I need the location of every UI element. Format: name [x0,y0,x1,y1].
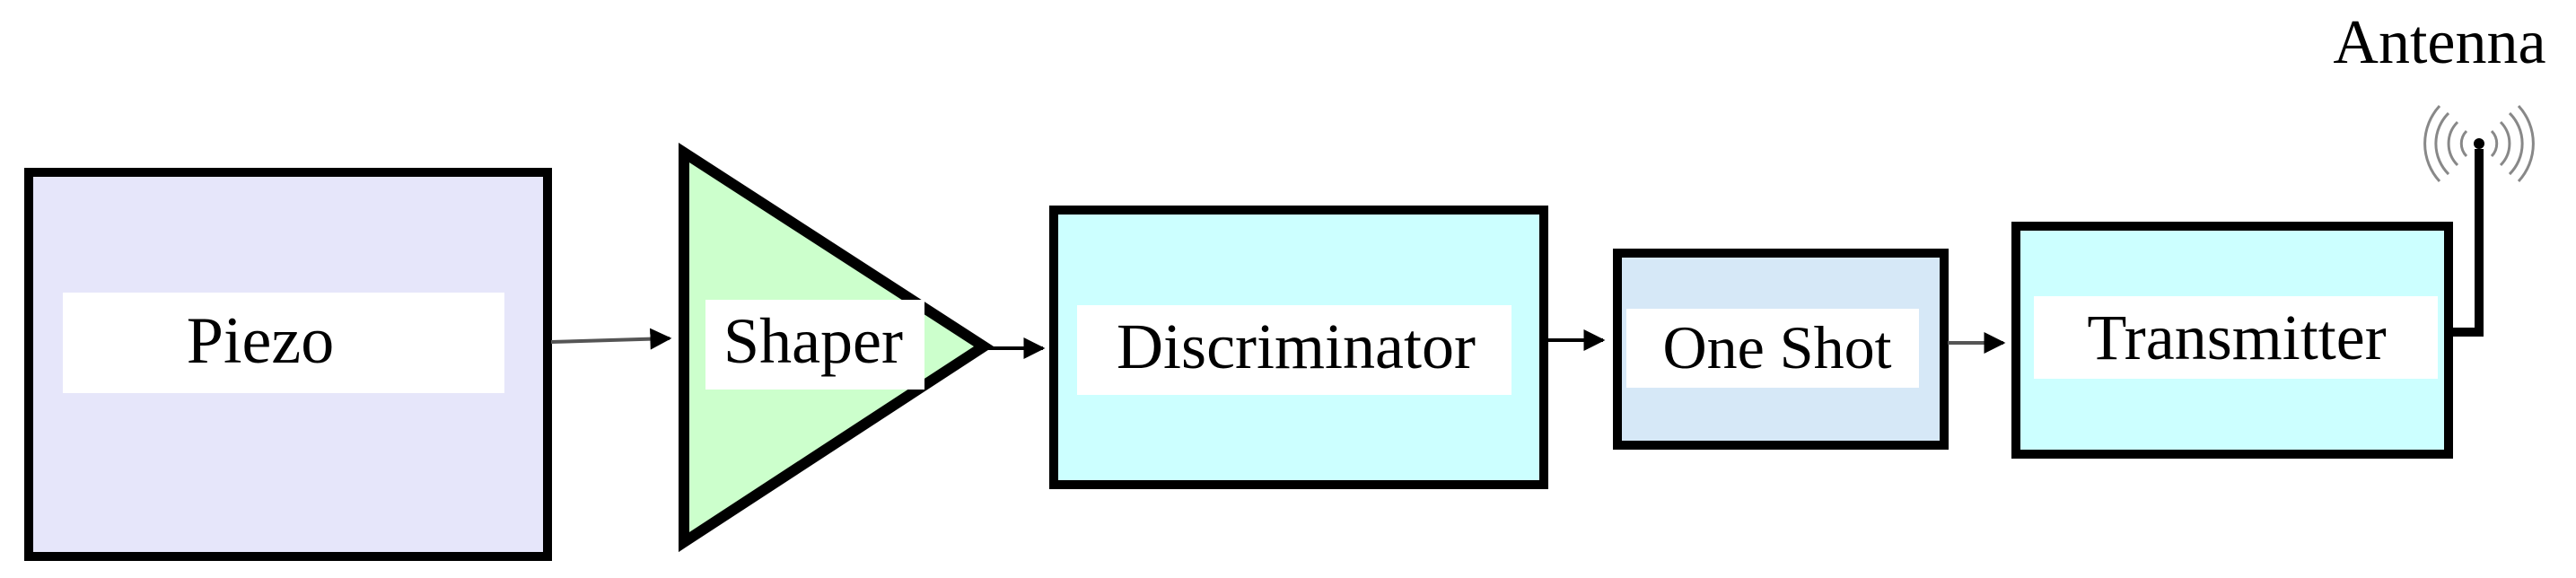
piezo-block: Piezo [24,168,552,561]
transmitter-label-background [2034,296,2438,379]
shaper-block: Shaper [679,142,994,553]
one-shot-label: One Shot [1663,313,1892,381]
antenna-feed-line [2450,149,2484,337]
transmitter-label: Transmitter [2087,302,2386,373]
piezo-label: Piezo [187,304,334,378]
radio-waves-icon [2423,104,2535,183]
shaper-label: Shaper [723,305,903,377]
one-shot-block: One Shot [1613,249,1949,450]
transmitter-block: Transmitter [2011,222,2453,459]
antenna: Antenna [2333,8,2546,337]
connector-piezo-to-shaper [550,328,672,350]
discriminator-block: Discriminator [1049,206,1548,489]
discriminator-label: Discriminator [1117,311,1476,382]
shaper-label-background [705,300,924,390]
antenna-label: Antenna [2333,8,2545,77]
antenna-tip [2474,138,2484,149]
discriminator-label-background [1077,305,1511,395]
one-shot-label-background [1626,309,1919,388]
piezo-label-background [63,293,504,393]
